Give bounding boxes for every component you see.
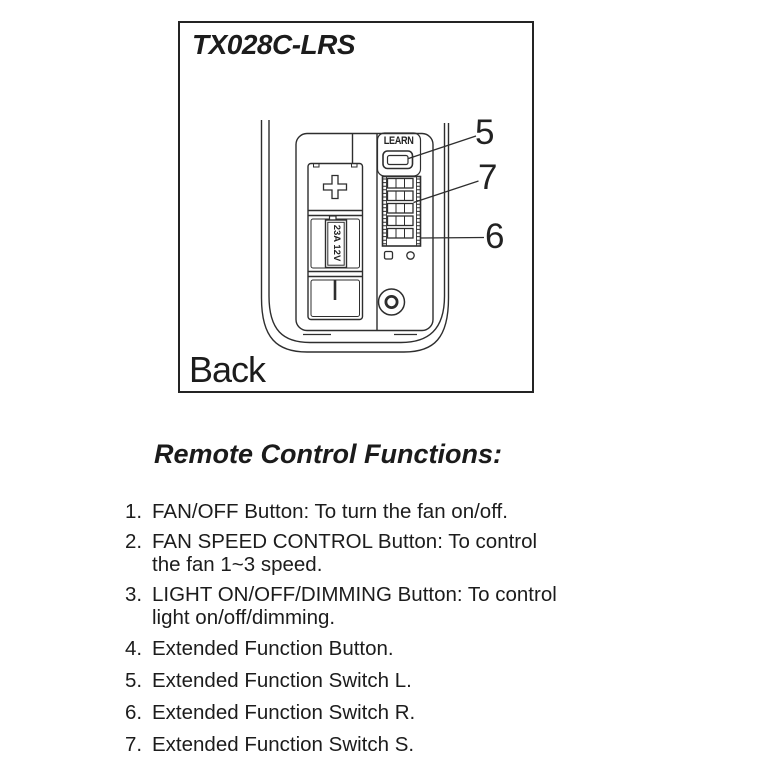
- function-item-number: 1.: [125, 500, 143, 523]
- figure-box: TX028C-LRS Back: [178, 21, 534, 393]
- function-item-2: 2. FAN SPEED CONTROL Button: To control …: [125, 530, 557, 576]
- model-title: TX028C-LRS: [192, 29, 356, 60]
- functions-list: 1. FAN/OFF Button: To turn the fan on/of…: [125, 500, 557, 763]
- function-item-3: 3. LIGHT ON/OFF/DIMMING Button: To contr…: [125, 583, 557, 629]
- function-item-5: 5. Extended Function Switch L.: [125, 669, 557, 692]
- function-item-4: 4. Extended Function Button.: [125, 637, 557, 660]
- function-item-6: 6. Extended Function Switch R.: [125, 701, 557, 724]
- function-item-number: 4.: [125, 637, 143, 660]
- function-item-number: 2.: [125, 530, 143, 553]
- callout-number-6: 6: [485, 217, 505, 256]
- function-item-7: 7. Extended Function Switch S.: [125, 733, 557, 756]
- function-item-text: LIGHT ON/OFF/DIMMING Button: To control …: [152, 583, 557, 629]
- function-item-text: Extended Function Switch S.: [152, 733, 415, 756]
- learn-label: LEARN: [383, 135, 414, 147]
- function-item-number: 3.: [125, 583, 143, 606]
- callout-number-7: 7: [478, 158, 498, 197]
- function-item-text: FAN SPEED CONTROL Button: To control the…: [152, 530, 538, 576]
- view-label: Back: [189, 349, 266, 390]
- function-item-number: 7.: [125, 733, 143, 756]
- battery-text: 23A 12V: [330, 224, 342, 262]
- function-item-number: 5.: [125, 669, 143, 692]
- function-item-text: FAN/OFF Button: To turn the fan on/off.: [152, 500, 508, 523]
- function-item-number: 6.: [125, 701, 143, 724]
- function-item-1: 1. FAN/OFF Button: To turn the fan on/of…: [125, 500, 557, 523]
- callout-number-5: 5: [475, 113, 495, 152]
- function-item-text: Extended Function Switch L.: [152, 669, 412, 692]
- functions-heading: Remote Control Functions:: [154, 439, 502, 469]
- function-item-text: Extended Function Switch R.: [152, 701, 416, 724]
- function-item-text: Extended Function Button.: [152, 637, 394, 660]
